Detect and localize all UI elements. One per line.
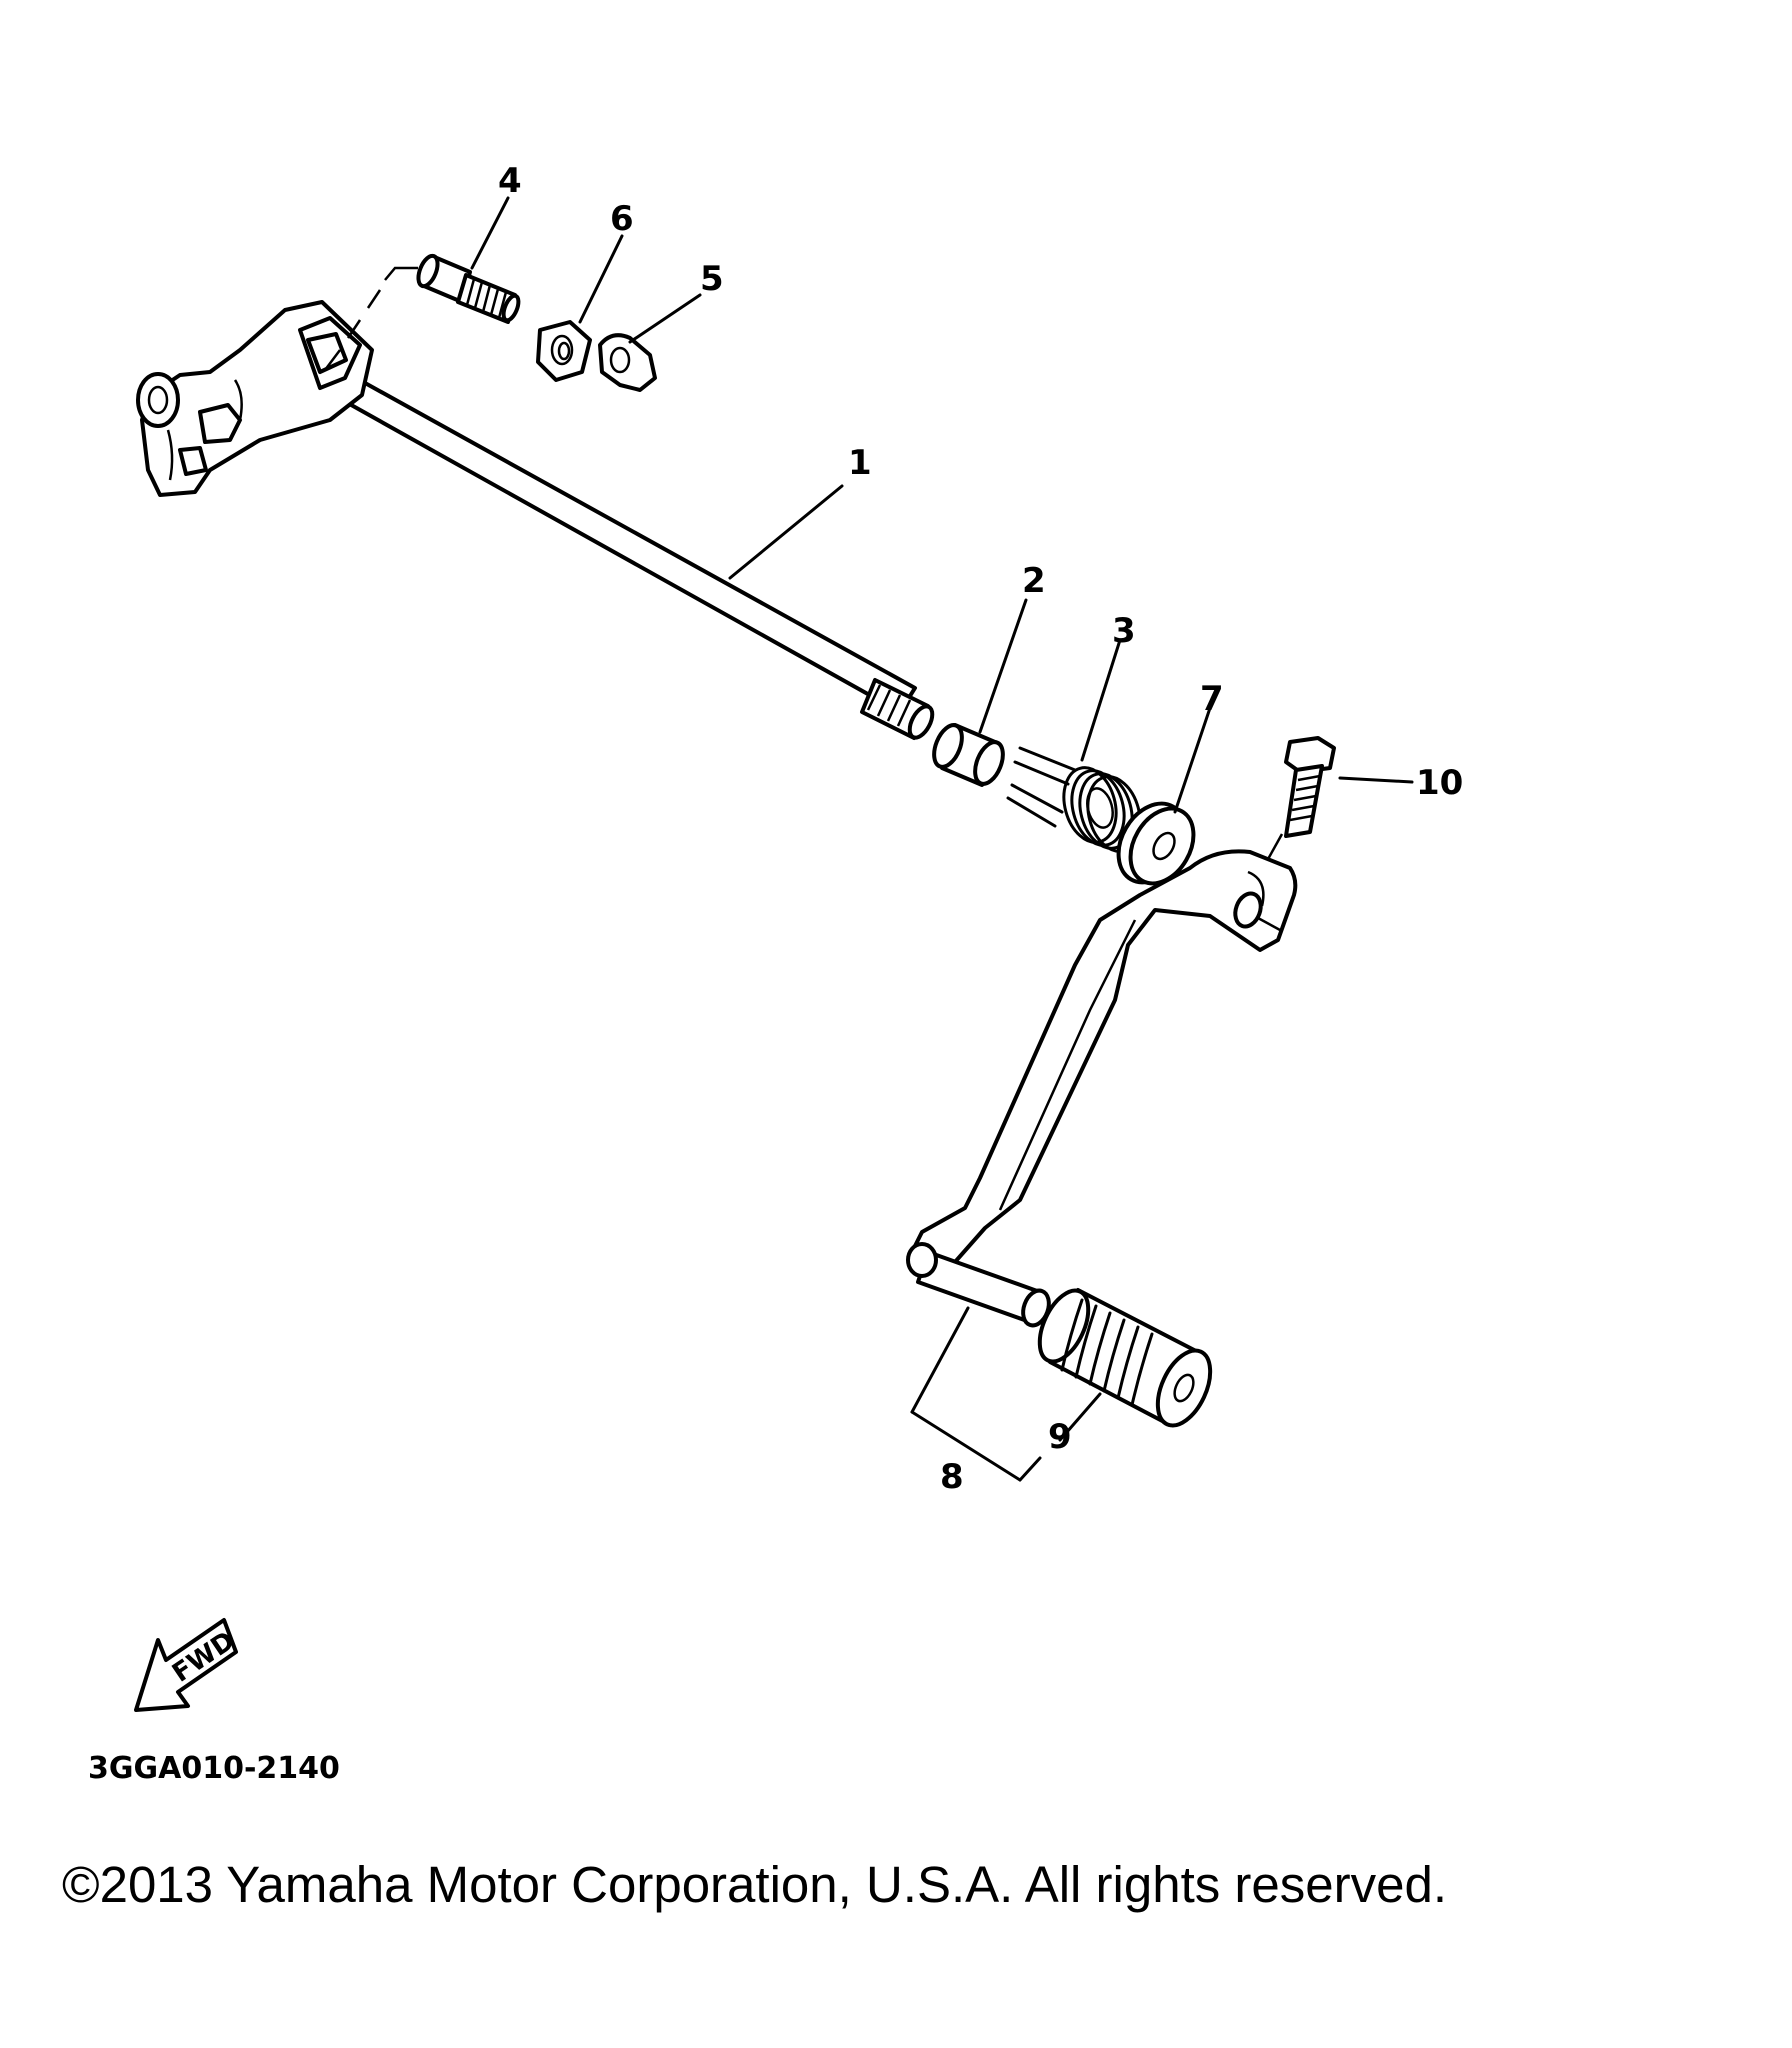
collar-2 (932, 723, 1005, 787)
callout-8: 8 (940, 1457, 964, 1497)
foot-rubber-9 (1037, 1288, 1213, 1428)
callout-6: 6 (610, 199, 634, 239)
nut-6 (536, 320, 592, 382)
callout-5: 5 (700, 259, 724, 299)
callout-9: 9 (1048, 1417, 1072, 1457)
shift-pedal-8 (906, 849, 1298, 1328)
callout-4: 4 (498, 161, 522, 201)
bolt-10 (1284, 736, 1336, 838)
callout-1: 1 (848, 443, 872, 483)
fwd-arrow-icon: FWD (134, 1618, 240, 1712)
leader-lines (470, 196, 1414, 1482)
lock-washer-5 (598, 333, 657, 392)
callout-7: 7 (1200, 679, 1224, 719)
callout-3: 3 (1112, 611, 1136, 651)
shift-shaft (326, 366, 935, 740)
callout-2: 2 (1022, 561, 1046, 601)
callout-10: 10 (1416, 763, 1463, 803)
washer-7 (1116, 801, 1196, 886)
shift-arm-assembly (136, 300, 374, 497)
diagram-code: 3GGA010-2140 (88, 1751, 340, 1786)
bolt-4 (416, 253, 521, 324)
copyright-notice: ©2013 Yamaha Motor Corporation, U.S.A. A… (62, 1856, 1448, 1913)
